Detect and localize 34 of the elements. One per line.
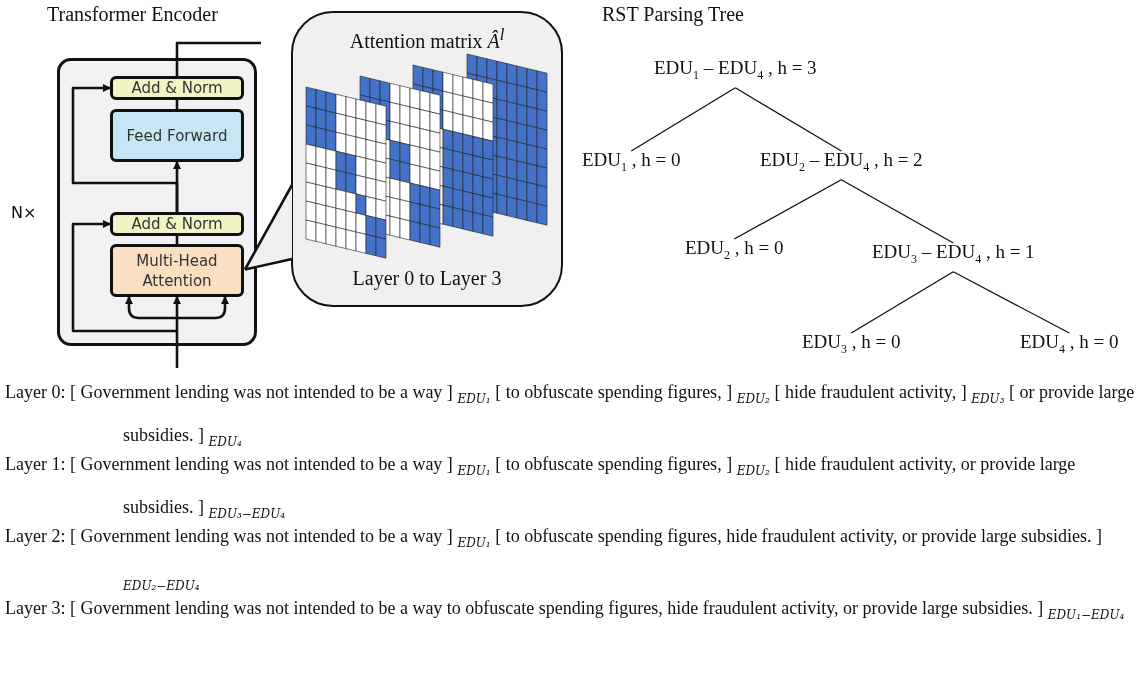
add-norm-box: Add & Norm: [110, 76, 244, 100]
connector-line: [175, 236, 179, 244]
callout-caption: Layer 0 to Layer 3: [351, 267, 503, 290]
tree-node-label: EDU$_{2}$ – EDU$_{4}$ , h = 2: [760, 148, 923, 179]
arrow: [71, 220, 177, 333]
arrow: [71, 84, 179, 212]
tree-node-label: EDU$_{4}$ , h = 0: [1020, 330, 1119, 361]
tree-node-label: EDU$_{3}$ – EDU$_{4}$ , h = 1: [872, 240, 1035, 271]
tree-node-label: EDU$_{3}$ , h = 0: [802, 330, 901, 361]
add-norm-box: Add & Norm: [110, 212, 244, 236]
tree-branch-line: [840, 179, 954, 244]
layer-segmentation-text: Layer 0: [ Government lending was not intended to be a way ] $_{EDU₁}$ [ to obfuscate spending figures, ] $_{EDU₂}$ [ hide fraudulent activity, ] $_{EDU₃}$ [ or provide large subsidies. ] $_{EDU₄}$: [5, 381, 1136, 451]
section-title: RST Parsing Tree: [602, 3, 744, 26]
tree-branch-line: [734, 87, 842, 152]
tree-branch-line: [850, 271, 954, 334]
arrow: [125, 296, 229, 368]
feed-forward-box: Feed Forward: [110, 109, 244, 162]
tree-node-label: EDU$_{1}$ – EDU$_{4}$ , h = 3: [654, 56, 817, 87]
tree-branch-line: [733, 179, 842, 240]
callout-title: Attention matrix Â$^{l}$: [348, 25, 506, 53]
attention-box: Multi-Head Attention: [110, 244, 244, 297]
encoder-block-panel: [57, 58, 257, 346]
repeat-label: N×: [11, 203, 37, 222]
attention-callout-bubble: [291, 11, 563, 307]
callout-pointer: [243, 184, 294, 271]
connector-line: [175, 41, 261, 76]
layer-segmentation-text: Layer 3: [ Government lending was not intended to be a way to obfuscate spending figures, hide fraudulent activity, or provide large subsidies. ] $_{EDU₁−EDU₄}$: [5, 597, 1126, 624]
tree-node-label: EDU$_{2}$ , h = 0: [685, 236, 784, 267]
section-title: Transformer Encoder: [47, 3, 218, 26]
layer-segmentation-text: Layer 1: [ Government lending was not intended to be a way ] $_{EDU₁}$ [ to obfuscate spending figures, ] $_{EDU₂}$ [ hide fraudulent activity, or provide large subsidies. ] $_{EDU₃−EDU₄}$: [5, 453, 1077, 523]
tree-branch-line: [630, 87, 736, 152]
tree-branch-line: [952, 271, 1070, 334]
connector-line: [175, 100, 179, 109]
tree-node-label: EDU$_{1}$ , h = 0: [582, 148, 681, 179]
